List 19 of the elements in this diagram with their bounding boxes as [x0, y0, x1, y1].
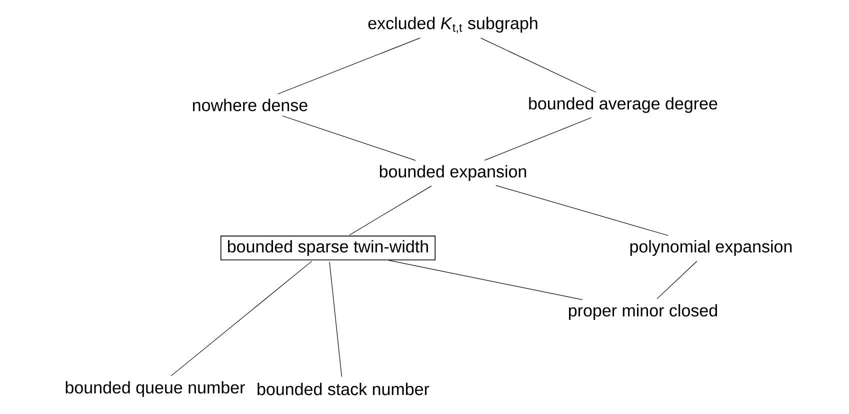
boxed-node: bounded sparse twin-width [220, 236, 436, 260]
connector-line [388, 260, 583, 300]
connector-line [329, 262, 342, 378]
text-label: bounded expansion [380, 165, 526, 181]
connector-line [484, 117, 592, 161]
connector-line [282, 116, 416, 161]
text-label: bounded queue number [66, 381, 245, 397]
text-label: bounded stack number [258, 382, 430, 396]
connector-line [278, 38, 420, 94]
connector-line [496, 185, 668, 236]
connector-line [170, 260, 312, 376]
connector-line [349, 186, 432, 236]
connector-line [656, 260, 698, 299]
text-label: nowhere dense [193, 98, 308, 112]
text-label: excluded K$_{t,t}$ subgraph [368, 16, 538, 34]
text-label: polynomial expansion [630, 240, 792, 256]
text-label: bounded average degree [529, 97, 718, 113]
text-label: proper minor closed [568, 304, 717, 320]
connector-line [480, 38, 596, 93]
